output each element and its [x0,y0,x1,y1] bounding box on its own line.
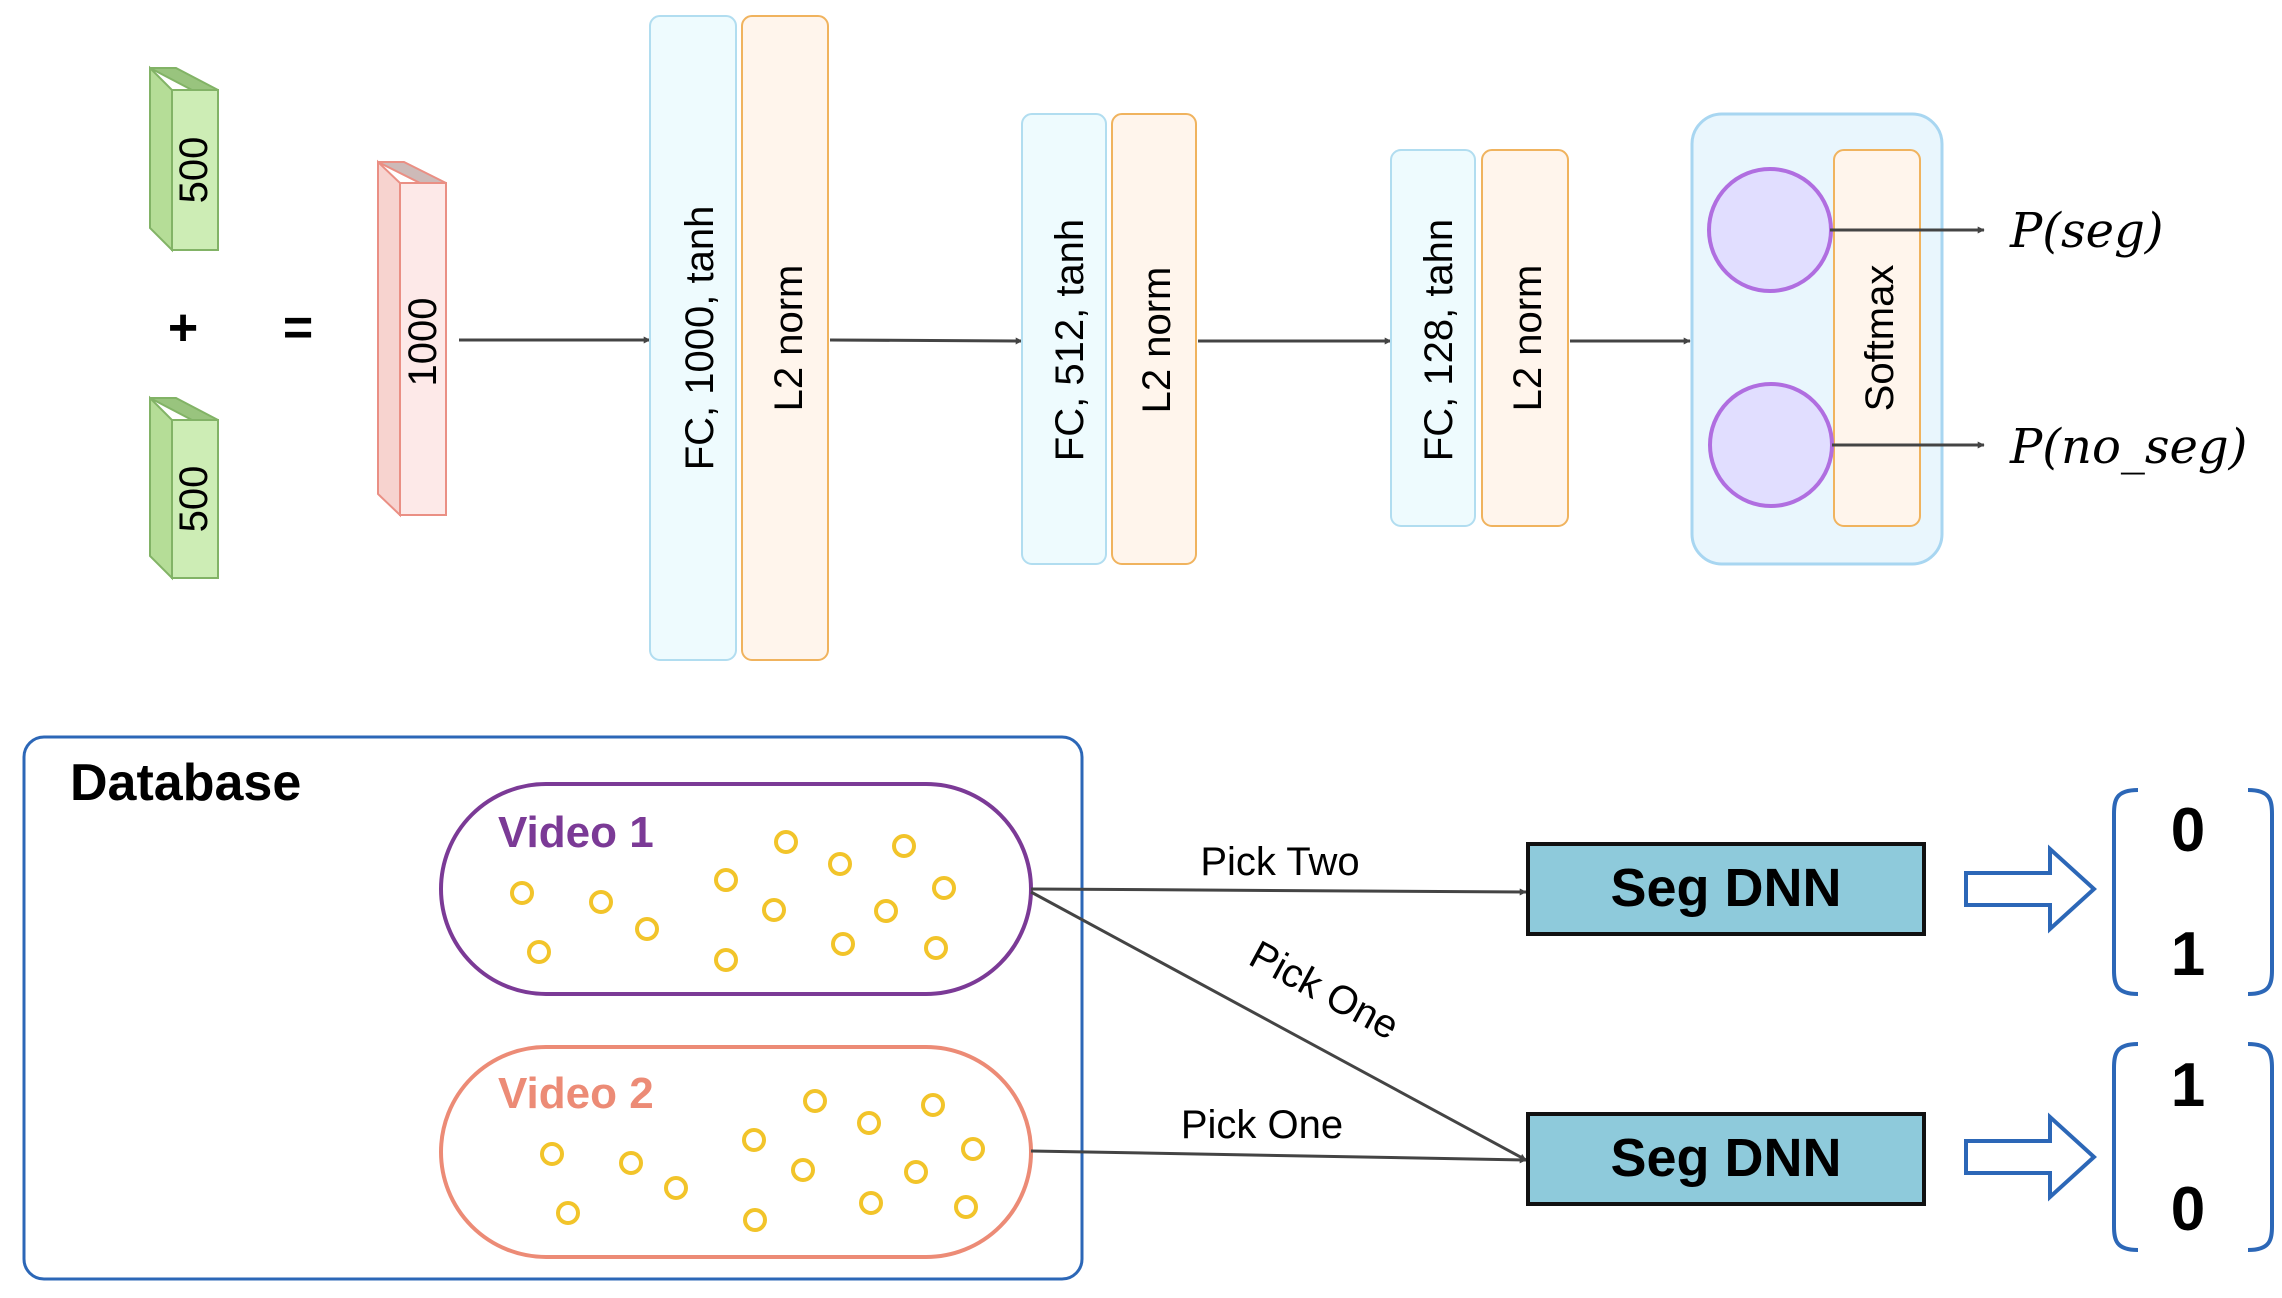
output-top-value-2: 1 [2171,920,2205,989]
right-bracket [2247,788,2274,996]
seg-dnn-bottom-box [1526,1112,1926,1206]
concat-label: 1000 [401,298,445,387]
output-bottom-value-2: 0 [2171,1175,2205,1244]
frame-dot [714,868,738,892]
left-bracket [2112,788,2139,996]
right-arrow-bottom-icon [1964,1112,2097,1202]
layer-1: FC, 1000, tanh L2 norm [649,15,829,661]
video-2: Video 2 [439,1045,1033,1259]
frame-dot [714,948,738,972]
output-vector-top: 0 1 [2112,788,2274,996]
frame-dot [954,1195,978,1219]
pick-two-label: Pick Two [1200,840,1359,884]
input-vector-b: 500 [149,395,219,581]
fc-block-3 [1390,149,1476,527]
frame-dot [743,1208,767,1232]
fc-label-1: FC, 1000, tanh [678,206,722,471]
frame-dot [791,1158,815,1182]
frame-dot [904,1160,928,1184]
neuron-no-seg [1708,382,1834,508]
equals-sign: = [283,299,313,357]
frame-dot [961,1137,985,1161]
norm-block-2 [1111,113,1197,565]
video-1: Video 1 [439,782,1033,996]
video-2-label: Video 2 [498,1069,654,1118]
frame-dot [828,852,852,876]
arrow-layer1-to-fc2 [829,337,1023,345]
layer-2: FC, 512, tanh L2 norm [1021,113,1197,565]
frame-dot [921,1093,945,1117]
frame-dot [619,1151,643,1175]
output-bottom-value-1: 1 [2171,1051,2205,1120]
norm-block-1 [741,15,829,661]
frame-dot [556,1201,580,1225]
frame-dot [803,1089,827,1113]
seg-dnn-top-label: Seg DNN [1610,858,1841,918]
frame-dot [589,890,613,914]
frame-dot [859,1191,883,1215]
frame-dot [540,1142,564,1166]
arrow-pick-two [1030,887,1527,896]
norm-label-3: L2 norm [1506,265,1550,412]
video-2-frames [540,1089,985,1232]
output-layer: Softmax [1690,112,1985,566]
softmax-block [1833,149,1921,527]
norm-block-3 [1481,149,1569,527]
frame-dot [664,1176,688,1200]
pick-one-label: Pick One [1181,1103,1343,1147]
frame-dot [635,917,659,941]
fc-label-2: FC, 512, tanh [1048,219,1092,461]
frame-dot [510,881,534,905]
frame-dot [527,940,551,964]
frame-dot [831,932,855,956]
frame-dot [874,899,898,923]
frame-dot [857,1111,881,1135]
seg-dnn-top-box [1526,842,1926,936]
p-no-seg-label: P(no_seg) [2009,419,2247,475]
vector-a-label: 500 [172,137,216,204]
arrow-pick-one-diagonal [1030,890,1527,1162]
frame-dot [932,876,956,900]
concat-vector: 1000 [377,159,447,518]
frame-dot [742,1128,766,1152]
left-bracket [2112,1042,2139,1252]
fc-block-1 [649,15,737,661]
frame-dot [924,936,948,960]
plus-sign: + [168,299,198,357]
fc-label-3: FC, 128, tahn [1417,219,1461,461]
neuron-seg [1707,167,1833,293]
video-1-label: Video 1 [498,808,654,857]
softmax-label: Softmax [1858,265,1902,412]
frame-dot [762,898,786,922]
output-top-value-1: 0 [2171,796,2205,865]
vector-b-label: 500 [172,466,216,533]
right-bracket [2247,1042,2274,1252]
arrow-pick-one [1030,1149,1527,1164]
output-vector-bottom: 1 0 [2112,1042,2274,1252]
fc-block-2 [1021,113,1107,565]
frame-dot [774,830,798,854]
layer-3: FC, 128, tahn L2 norm [1390,149,1569,527]
norm-label-2: L2 norm [1135,267,1179,414]
video-1-frames [510,830,956,972]
p-seg-label: P(seg) [2009,203,2164,259]
frame-dot [892,834,916,858]
seg-dnn-bottom-label: Seg DNN [1610,1128,1841,1188]
right-arrow-top-icon [1964,844,2097,934]
pick-one-diagonal-label: Pick One [1242,933,1406,1049]
input-vector-a: 500 [149,65,219,253]
norm-label-1: L2 norm [767,265,811,412]
database-title: Database [70,754,301,812]
